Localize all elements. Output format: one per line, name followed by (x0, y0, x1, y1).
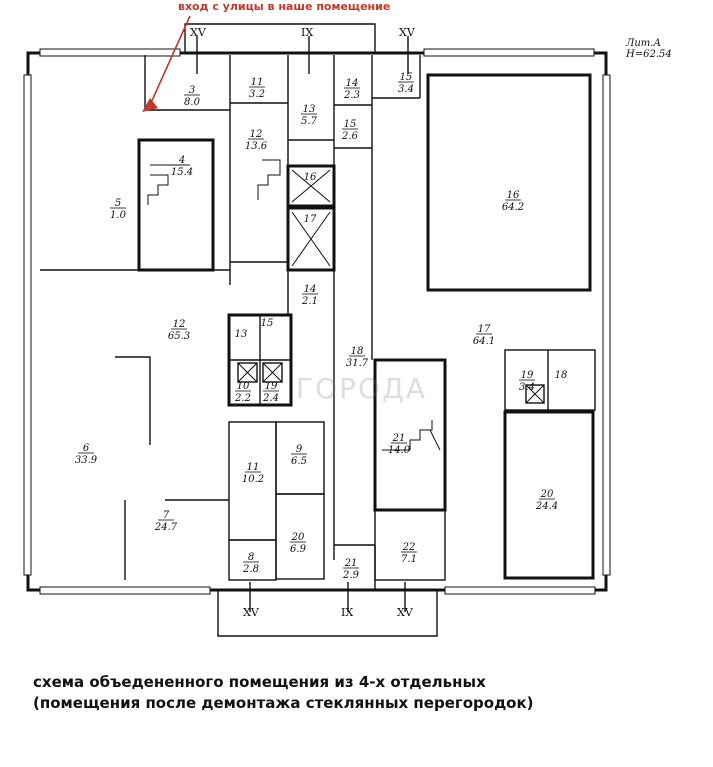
room-area: 1.0 (110, 210, 127, 221)
room-area: 2.9 (342, 570, 360, 581)
outer-walls (26, 23, 608, 637)
axis-top-xv-left: XV (190, 26, 207, 39)
room-area: 8.0 (184, 97, 201, 108)
room-number: 15 (400, 72, 413, 83)
room-number: 11 (247, 462, 260, 473)
axis-bottom-xv-left: XV (243, 606, 260, 619)
room-number: 4 (178, 155, 185, 166)
room-number: 7 (163, 510, 170, 521)
room-number: 15 (344, 119, 357, 130)
room-area: 3.4 (519, 382, 535, 393)
entrance-label: вход с улицы в наше помещение (178, 0, 391, 13)
room-number: 22 (402, 542, 416, 553)
room-number: 17 (304, 214, 317, 225)
room-area: 2.6 (341, 131, 359, 142)
room-area: 3.4 (398, 84, 414, 95)
room-number: 16 (507, 190, 520, 201)
plan-caption: схема объедененного помещения из 4-х отд… (33, 672, 534, 714)
room-number: 18 (555, 370, 568, 381)
room-number: 12 (250, 129, 263, 140)
room-number: 16 (304, 172, 317, 183)
building-letter-label: Лит.А Н=62.54 (626, 38, 672, 60)
axis-bottom-xv-right: XV (397, 606, 414, 619)
room-area: 24.4 (535, 501, 558, 512)
room-number: 19 (265, 381, 278, 392)
room-area: 65.3 (168, 331, 190, 342)
watermark: ГОРОДА (296, 372, 428, 405)
room-number: 14 (346, 78, 359, 89)
room-number: 14 (304, 284, 317, 295)
lit-line-1: Лит.А (626, 38, 662, 49)
room-area: 14.0 (388, 445, 411, 456)
floor-plan: XV IX XV XV IX XV 38.0113.2142.3153.4135… (23, 15, 611, 637)
room-area: 15.4 (171, 167, 193, 178)
room-area: 7.1 (401, 554, 417, 565)
room-number: 15 (261, 318, 274, 329)
interior-walls (40, 55, 596, 590)
height-line: Н=62.54 (626, 49, 672, 60)
room-area: 2.2 (234, 393, 251, 404)
room-number: 9 (296, 444, 303, 455)
room-area: 31.7 (346, 358, 369, 369)
room-number: 21 (392, 433, 406, 444)
room-area: 2.1 (301, 296, 318, 307)
room-number: 17 (478, 324, 491, 335)
room-number: 20 (291, 532, 305, 543)
room-area: 5.7 (301, 116, 318, 127)
room-area: 2.3 (343, 90, 360, 101)
axis-top-xv-right: XV (399, 26, 416, 39)
axis-top-ix: IX (301, 26, 313, 39)
room-area: 64.2 (502, 202, 524, 213)
entrance-arrow (142, 15, 191, 112)
room-number: 5 (115, 198, 121, 209)
room-area: 6.9 (290, 544, 307, 555)
room-number: 18 (351, 346, 364, 357)
room-area: 10.2 (242, 474, 264, 485)
window-bands (23, 48, 611, 595)
axis-bottom-ix: IX (341, 606, 353, 619)
room-number: 6 (83, 443, 90, 454)
room-number: 12 (173, 319, 186, 330)
room-area: 13.6 (245, 141, 268, 152)
room-number: 20 (540, 489, 554, 500)
room-area: 24.7 (154, 522, 178, 533)
room-number: 13 (303, 104, 316, 115)
axis-lines (196, 36, 409, 612)
room-number: 8 (248, 552, 254, 563)
stairs (147, 159, 545, 451)
room-number: 10 (237, 381, 250, 392)
room-number: 19 (521, 370, 534, 381)
room-area: 2.8 (242, 564, 259, 575)
caption-line-1: схема объедененного помещения из 4-х отд… (33, 673, 486, 691)
room-number: 13 (235, 329, 248, 340)
room-area: 3.2 (249, 89, 265, 100)
room-number: 3 (189, 85, 195, 96)
room-area: 33.9 (75, 455, 98, 466)
room-number: 11 (251, 77, 264, 88)
room-area: 64.1 (473, 336, 495, 347)
caption-line-2: (помещения после демонтажа стеклянных пе… (33, 694, 534, 712)
room-area: 6.5 (291, 456, 307, 467)
room-number: 21 (344, 558, 358, 569)
room-area: 2.4 (262, 393, 279, 404)
